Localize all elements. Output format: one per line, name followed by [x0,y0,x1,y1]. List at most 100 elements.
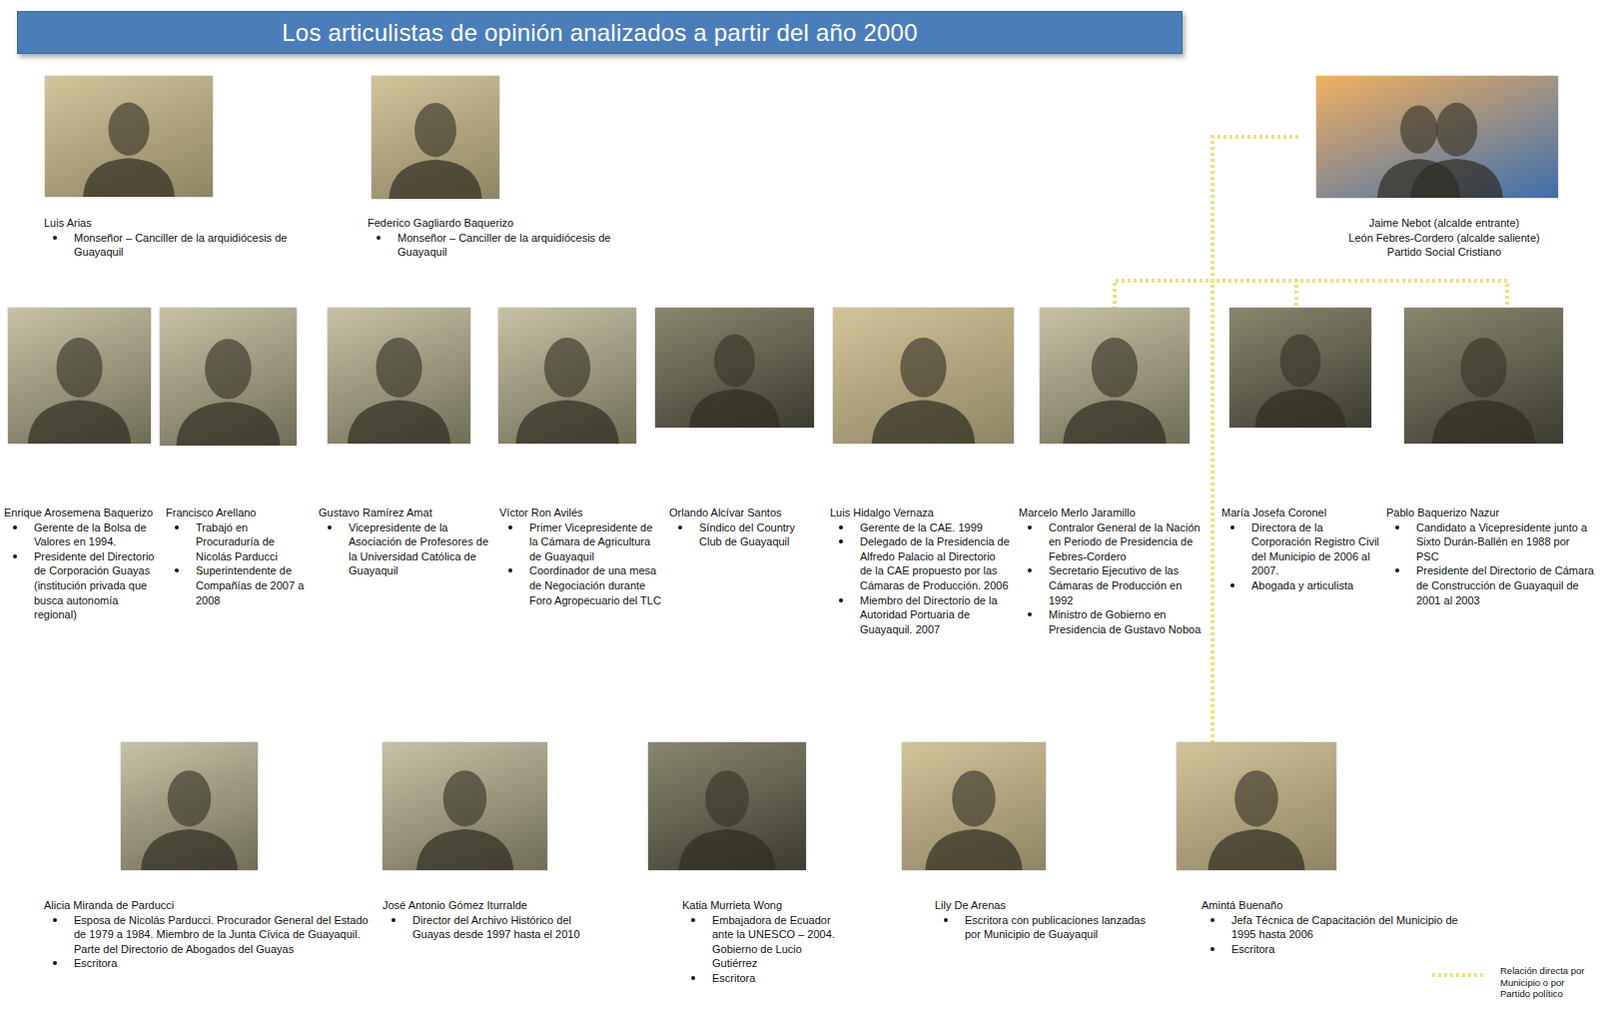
person-name: Lily De Arenas [934,897,1160,913]
person-name: Luis Hidalgo Vernaza [829,505,1010,521]
role-text: Ministro de Gobierno en Presidencia de G… [1018,607,1206,637]
person-card: Jaime Nebot (alcalde entrante)León Febre… [1298,75,1591,260]
bullet [1210,917,1215,922]
person-name: María Josefa Coronel [1221,505,1382,521]
bullet [52,235,57,240]
bullet [678,525,683,530]
bullet [1027,568,1032,573]
title-band: Los articulistas de opinión analizados a… [16,10,1183,54]
role-text: Presidente del Directorio de Corporación… [3,549,160,623]
portrait-photo [1404,307,1564,444]
portrait-photo [901,742,1046,870]
bullet [691,975,696,980]
bullet [1395,568,1400,573]
relation-line [1212,136,1299,743]
bullet [1027,525,1032,530]
portrait-photo [7,307,151,444]
role-text: Miembro del Directorio de la Autoridad P… [829,593,1010,638]
person-name: Jaime Nebot (alcalde entrante) [1298,215,1591,231]
person-name: Amintá Buenaño [1201,897,1482,913]
role-text: Escritora [1201,941,1482,957]
bullet [391,917,396,922]
person-card: Amintá BuenañoJefa Técnica de Capacitaci… [1176,742,1482,956]
bullet [52,917,57,922]
person-card: Pablo Baquerizo NazurCandidato a Vicepre… [1386,307,1595,608]
person-name: Enrique Arosemena Baquerizo [3,505,160,521]
role-text: Director del Archivo Histórico del Guaya… [382,912,598,942]
bullet [1230,583,1235,588]
portrait-photo [832,307,1014,444]
role-text: Secretario Ejecutivo de las Cámaras de P… [1018,563,1206,608]
portrait-silhouette [159,307,297,446]
bullet [1027,612,1032,617]
bullet [327,525,332,530]
portrait-photo [1316,75,1559,198]
role-text: Escritora [43,955,374,971]
portrait-photo [159,307,297,446]
role-text: Trabajó en Procuraduría de Nicolás Pardu… [165,520,308,565]
role-text: Jefa Técnica de Capacitación del Municip… [1201,912,1482,942]
role-text: Directora de la Corporación Registro Civ… [1221,520,1382,579]
person-name: Orlando Alcívar Santos [669,505,819,521]
bullet [508,568,513,573]
person-card: Lily De ArenasEscritora con publicacione… [901,742,1160,942]
portrait-photo [648,742,806,870]
role-text: Escritora con publicaciones lanzadas por… [934,912,1160,942]
role-text: Delegado de la Presidencia de Alfredo Pa… [829,534,1010,593]
portrait-silhouette [1176,742,1337,870]
portrait-photo [655,307,814,428]
bullet [508,525,513,530]
person-card: Luis AriasMonseñor – Canciller de la arq… [43,75,294,260]
person-card: Gustavo Ramírez AmatVicepresidente de la… [318,307,495,579]
person-card: Marcelo Merlo JaramilloContralor General… [1018,307,1206,637]
role-text: Superintendente de Compañías de 2007 a 2… [165,563,308,608]
bullet [838,525,843,530]
role-text: León Febres-Cordero (alcalde saliente) [1298,230,1591,246]
portrait-photo [382,742,548,870]
bullet [1210,946,1215,951]
person-name: Pablo Baquerizo Nazur [1386,505,1595,521]
role-text: Contralor General de la Nación en Period… [1018,520,1206,565]
person-name: Francisco Arellano [165,505,308,521]
person-name: Víctor Ron Avilés [499,505,663,521]
bullet [1395,525,1400,530]
role-text: Embajadora de Ecuador ante la UNESCO – 2… [682,912,840,971]
person-card: Víctor Ron AvilésPrimer Vicepresidente d… [498,307,663,608]
bullet [838,598,843,603]
portrait-silhouette [1404,307,1564,444]
person-name: Marcelo Merlo Jaramillo [1018,505,1206,521]
person-card: Katia Murrieta WongEmbajadora de Ecuador… [648,742,840,986]
portrait-photo [1176,742,1337,870]
person-name: Gustavo Ramírez Amat [318,505,495,521]
portrait-photo [44,75,213,197]
portrait-silhouette [1229,307,1372,428]
role-text: Candidato a Vicepresidente junto a Sixto… [1386,520,1595,565]
role-text: Gerente de la Bolsa de Valores en 1994. [3,520,160,550]
bullet [1230,525,1235,530]
role-text: Escritora [682,970,840,986]
person-name: Alicia Miranda de Parducci [43,897,374,913]
person-card: Enrique Arosemena BaquerizoGerente de la… [3,307,160,623]
portrait-silhouette [1039,307,1190,444]
portrait-silhouette [832,307,1014,444]
portrait-photo [1039,307,1190,444]
role-text: Partido Social Cristiano [1298,244,1591,260]
portrait-photo [120,742,258,870]
person-card: María Josefa CoronelDirectora de la Corp… [1221,307,1382,594]
bullet [52,960,57,965]
legend-swatch [1430,970,1491,979]
portrait-photo [1229,307,1372,428]
legend: Relación directa por Municipio o por Par… [1430,964,1597,1000]
person-name: Luis Arias [43,215,294,231]
role-text: Primer Vicepresidente de la Cámara de Ag… [499,520,663,565]
portrait-photo [327,307,471,444]
person-name: José Antonio Gómez Iturralde [382,897,598,913]
role-text: Vicepresidente de la Asociación de Profe… [318,520,495,579]
legend-text: Relación directa por Municipio o por Par… [1500,964,1597,1000]
bullet [943,917,948,922]
portrait-silhouette [44,75,213,197]
role-text: Gerente de la CAE. 1999 [829,520,1010,536]
bullet [174,568,179,573]
portrait-photo [498,307,637,444]
title: Los articulistas de opinión analizados a… [281,18,917,47]
